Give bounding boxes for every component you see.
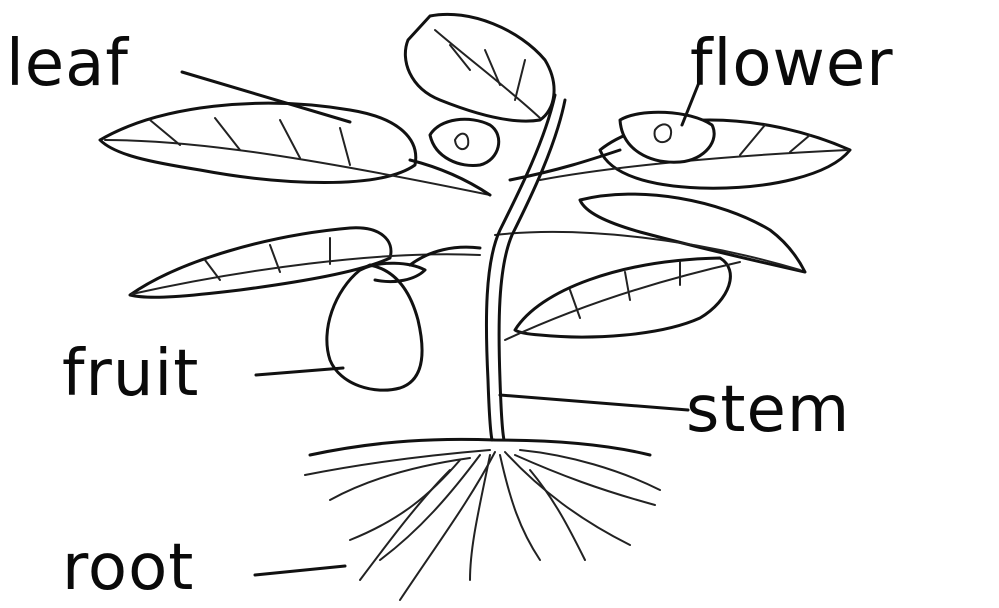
label-stem: stem — [686, 378, 850, 442]
lower-right-leaf — [505, 258, 740, 340]
label-root: root — [62, 536, 194, 600]
flower-left — [430, 119, 499, 165]
root-pointer — [255, 566, 345, 575]
middle-left-leaf — [130, 228, 480, 297]
label-fruit: fruit — [62, 342, 199, 406]
middle-right-leaf — [495, 194, 805, 272]
top-leaf — [405, 14, 554, 121]
label-flower: flower — [690, 32, 894, 96]
fruit-pointer — [256, 368, 343, 375]
label-leaf: leaf — [6, 32, 129, 96]
stem-pointer — [500, 395, 688, 410]
upper-left-leaf — [100, 103, 490, 195]
roots — [305, 439, 660, 600]
